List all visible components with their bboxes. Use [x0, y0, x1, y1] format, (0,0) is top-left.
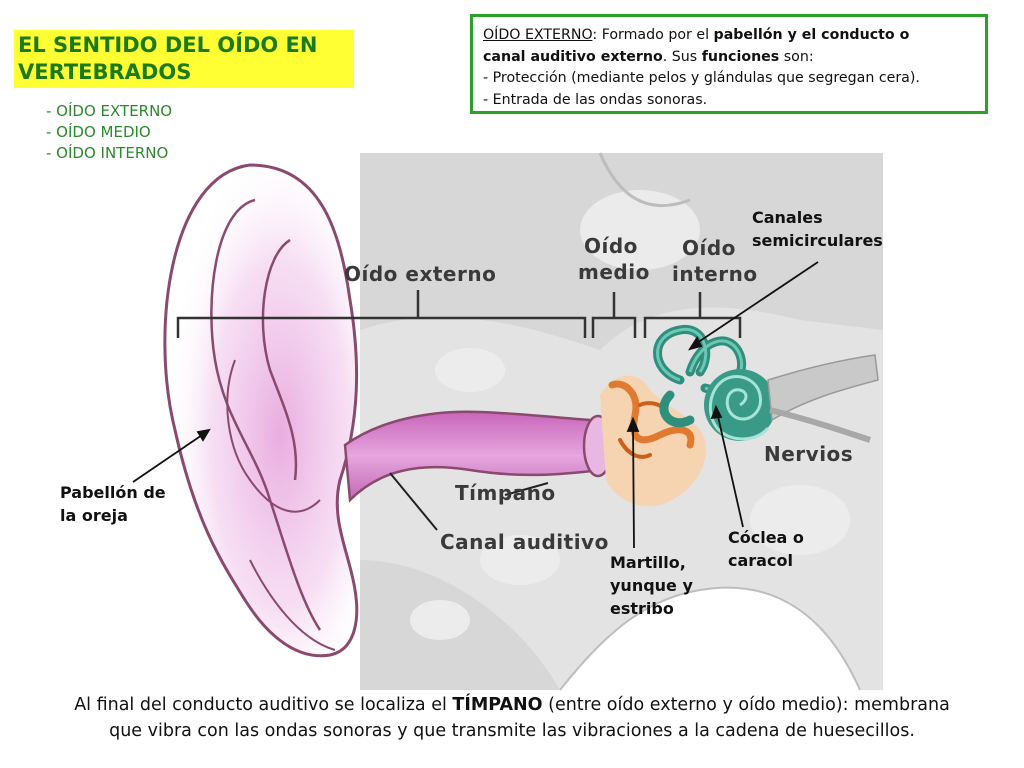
pinna-lobe [249, 559, 336, 651]
cochlea-spiral [708, 375, 770, 441]
info-text-bold: canal auditivo externo [483, 48, 663, 65]
label-oido-externo: Oído externo [344, 262, 497, 286]
footer-line-1: Al final del conducto auditivo se locali… [30, 692, 994, 718]
head-outline [559, 586, 861, 691]
footer-text-part: Al final del conducto auditivo se locali… [74, 695, 453, 715]
auditory-nerve-branch [769, 407, 871, 443]
label-oido-medio-1: Oído [584, 234, 638, 258]
callout-pabellon: Pabellón de la oreja [60, 481, 166, 527]
pinna-inner-fold [210, 198, 322, 631]
info-text: : Formado por el [592, 27, 714, 43]
callout-line: caracol [728, 551, 793, 570]
callout-martillo-yunque-estribo: Martillo, yunque y estribo [610, 551, 693, 620]
pinna [163, 163, 359, 658]
page-title: EL SENTIDO DEL OÍDO EN VERTEBRADOS [14, 30, 354, 88]
list-item: - OÍDO INTERNO [46, 144, 169, 162]
title-line-1: EL SENTIDO DEL OÍDO EN [18, 33, 318, 57]
bone-texture [480, 535, 560, 585]
list-item: - OÍDO MEDIO [46, 123, 151, 141]
list-item: - OÍDO EXTERNO [46, 102, 173, 120]
info-line-3: - Protección (mediante pelos y glándulas… [483, 70, 920, 86]
pinna-antihelix [261, 238, 298, 481]
footer-text: Al final del conducto auditivo se locali… [30, 692, 994, 744]
info-line-2: canal auditivo externo. Sus funciones so… [483, 47, 975, 69]
section-brackets [176, 290, 742, 338]
info-text-bold: funciones [701, 48, 780, 65]
footer-text-bold: TÍMPANO [452, 695, 543, 715]
info-line-1: OÍDO EXTERNO: Formado por el pabellón y … [483, 25, 975, 47]
label-nervios: Nervios [764, 442, 854, 466]
callout-line: Canales [752, 208, 823, 227]
info-text: . Sus [662, 48, 702, 65]
callout-line: yunque y [610, 576, 693, 595]
ear-parts-list: - OÍDO EXTERNO - OÍDO MEDIO - OÍDO INTER… [46, 101, 172, 164]
callout-coclea: Cóclea o caracol [728, 526, 804, 572]
label-oido-interno-1: Oído [682, 236, 736, 260]
bone-texture [410, 600, 470, 640]
bone-texture [750, 485, 850, 555]
callout-line: Cóclea o [728, 528, 804, 547]
footer-line-2: que vibra con las ondas sonoras y que tr… [109, 721, 915, 741]
callout-line: Martillo, [610, 553, 686, 572]
ossicles-chain [608, 380, 695, 449]
label-oido-medio-2: medio [578, 260, 650, 284]
info-text-bold: pabellón y el conducto o [713, 27, 910, 43]
info-heading: OÍDO EXTERNO [483, 27, 593, 43]
callout-line: Pabellón de [60, 483, 166, 502]
auditory-nerve [767, 354, 879, 422]
callout-line: la oreja [60, 506, 128, 525]
head-contour-line [598, 152, 691, 208]
callout-canales-semicirculares: Canales semicirculares [752, 206, 883, 252]
info-text: son: [779, 48, 814, 65]
label-timpano: Tímpano [455, 481, 556, 505]
outer-ear-info-box: OÍDO EXTERNO: Formado por el pabellón y … [470, 14, 988, 114]
pinna-concha [226, 359, 321, 513]
callout-line: semicirculares [752, 231, 883, 250]
bone-texture [435, 348, 505, 392]
callout-arrows [132, 261, 819, 549]
info-line-4: - Entrada de las ondas sonoras. [483, 91, 708, 108]
bone-texture [580, 190, 700, 270]
footer-text-part: (entre oído externo y oído medio): membr… [542, 695, 950, 715]
label-pointers [389, 472, 549, 531]
callout-line: estribo [610, 599, 674, 618]
label-oido-interno-2: interno [672, 262, 758, 286]
title-line-2: VERTEBRADOS [18, 60, 192, 84]
label-canal-auditivo: Canal auditivo [440, 530, 609, 554]
